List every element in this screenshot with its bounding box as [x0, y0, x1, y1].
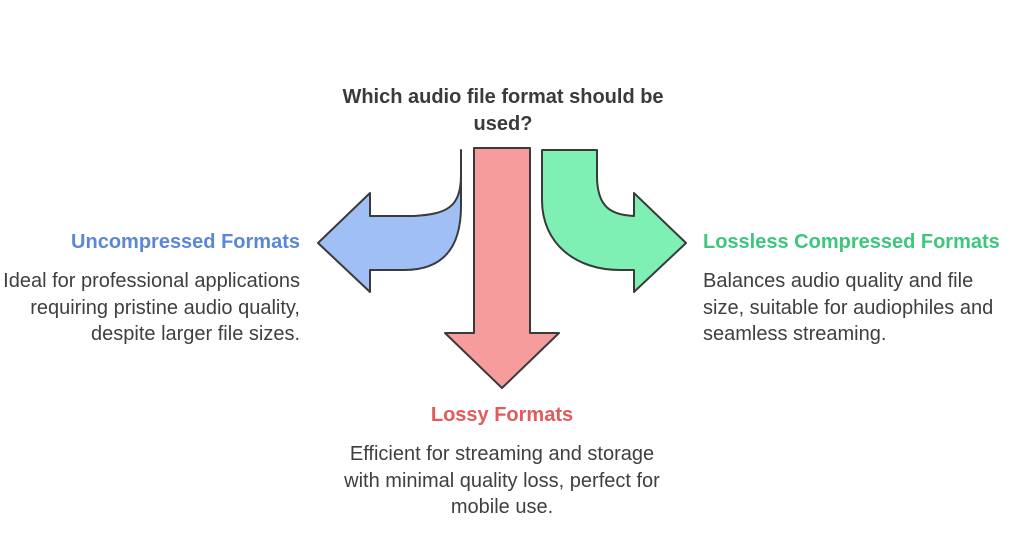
uncompressed-formats-title: Uncompressed Formats: [71, 231, 300, 253]
center-arrow: [444, 147, 560, 389]
question-title: Which audio file format should be used?: [342, 86, 664, 135]
uncompressed-formats-description: Ideal for professional applications requ…: [3, 270, 300, 345]
lossless-compressed-formats-description: Balances audio quality and file size, su…: [703, 270, 994, 345]
lossy-formats-title: Lossy Formats: [430, 404, 574, 426]
lossy-formats-description: Efficient for streaming and storage with…: [344, 443, 660, 518]
right-arrow: [541, 149, 687, 293]
left-arrow: [317, 149, 462, 293]
lossless-compressed-formats-title: Lossless Compressed Formats: [703, 231, 1000, 253]
